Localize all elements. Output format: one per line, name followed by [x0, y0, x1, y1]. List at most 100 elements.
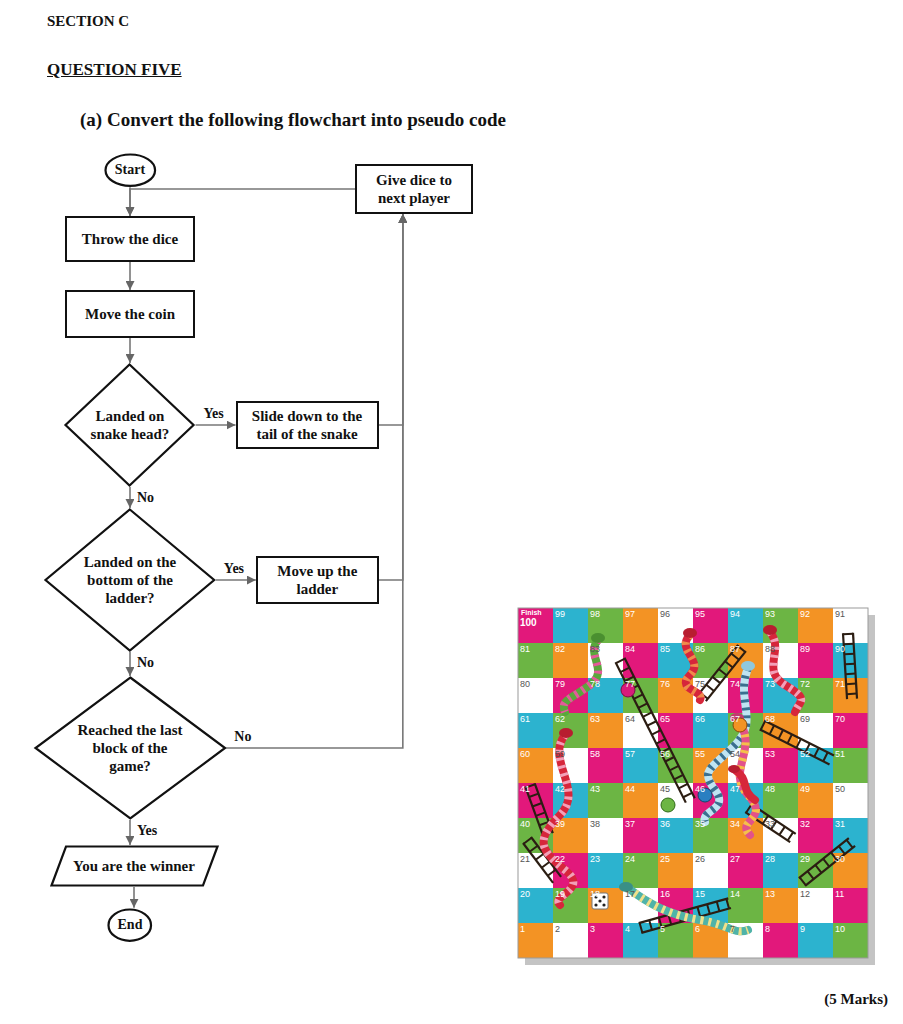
dice-dot	[594, 903, 597, 906]
cell-number: 19	[555, 889, 565, 900]
cell-number: 52	[800, 749, 810, 760]
cell-number: 60	[520, 749, 530, 760]
cell-number: 29	[800, 854, 810, 865]
cell-number: 54	[730, 749, 740, 760]
cell-number: 51	[835, 749, 845, 760]
flow-arrow	[129, 487, 131, 508]
cell-number: 32	[800, 819, 810, 830]
cell-number: 81	[520, 644, 530, 655]
ladder-rungs	[848, 633, 852, 699]
cell-number: 99	[555, 609, 565, 620]
cell-number: 82	[555, 644, 565, 655]
cell-number: 76	[660, 679, 670, 690]
cell-number: 75	[695, 679, 705, 690]
section-heading: SECTION C	[47, 12, 129, 30]
cell-number: 46	[695, 784, 705, 795]
cell-number: 66	[695, 714, 705, 725]
node-text: Throw the dice	[82, 230, 178, 248]
edge-label: No	[135, 655, 156, 671]
cell-number: 44	[625, 784, 635, 795]
snake-stripes	[544, 735, 574, 905]
decision-diamond: Landed on the bottom of the ladder?	[44, 508, 216, 652]
cell-number: 65	[660, 714, 670, 725]
cell-number: 13	[765, 889, 775, 900]
cell-number: 67	[730, 714, 740, 725]
cell-number: 34	[730, 819, 740, 830]
ladder	[799, 838, 855, 886]
cell-number: 98	[590, 609, 600, 620]
cell-number: 64	[625, 714, 635, 725]
cell-number: 89	[800, 644, 810, 655]
cell-number: 7	[730, 924, 735, 935]
start-terminal: Start	[104, 153, 157, 187]
cell-number: 43	[590, 784, 600, 795]
cell-number: 79	[555, 679, 565, 690]
cell-number: 84	[625, 644, 635, 655]
cell-number: 96	[660, 609, 670, 620]
end-terminal: End	[107, 908, 153, 942]
snake	[730, 713, 756, 835]
cell-number: 92	[800, 609, 810, 620]
snake	[544, 728, 574, 905]
cell-number: 47	[730, 784, 740, 795]
dice-dot	[598, 899, 601, 902]
flow-arrow	[129, 262, 131, 290]
snake-head	[741, 661, 755, 671]
cell-number: 9	[800, 924, 805, 935]
ladder-rungs	[620, 660, 690, 800]
cell-number: 93	[765, 609, 775, 620]
flow-arrow	[133, 887, 135, 908]
edge-label: Yes	[135, 823, 159, 839]
cell-number: 18	[590, 889, 600, 900]
flow-arrow	[129, 338, 131, 363]
cell-number: 3	[590, 924, 595, 935]
decision-diamond: Landed on snake head?	[64, 363, 195, 487]
cell-number: 4	[625, 924, 630, 935]
cell-number: 37	[625, 819, 635, 830]
cell-number: 80	[520, 679, 530, 690]
dice-dot	[602, 903, 605, 906]
cell-number: 31	[835, 819, 845, 830]
node-text: Start	[115, 161, 145, 179]
shape-outline	[66, 365, 194, 486]
cell-number: 15	[695, 889, 705, 900]
edge-label: No	[232, 729, 253, 745]
cell-number: 69	[800, 714, 810, 725]
snake	[763, 625, 801, 712]
cell-number: 14	[730, 889, 740, 900]
flow-arrow	[129, 820, 131, 845]
cell-number: 35	[695, 819, 705, 830]
node-text: Give dice to next player	[364, 171, 464, 207]
game-piece	[661, 798, 675, 812]
cell-number: 50	[835, 784, 845, 795]
ladder	[698, 645, 746, 701]
flow-arrow	[226, 214, 403, 748]
question-heading: QUESTION FIVE	[47, 60, 182, 80]
edge-label: No	[135, 490, 156, 506]
cell-number: 100	[520, 617, 537, 629]
cell-number: 30	[835, 854, 845, 865]
snake	[564, 633, 605, 712]
ladder-rungs	[762, 725, 832, 760]
cell-number: 45	[660, 784, 670, 795]
edge-label: Yes	[202, 406, 226, 422]
snake	[619, 882, 748, 931]
cell-number: 88	[765, 644, 775, 655]
cell-number: 40	[520, 819, 530, 830]
process-box: Slide down to the tail of the snake	[236, 401, 379, 449]
cell-number: 61	[520, 714, 530, 725]
cell-number: 2	[555, 924, 560, 935]
cell-number: 5	[660, 924, 665, 935]
ladder-rail	[616, 662, 686, 802]
shape-outline	[109, 909, 152, 940]
cell-number: 16	[660, 889, 670, 900]
cell-number: 42	[555, 784, 565, 795]
process-box: Give dice to next player	[355, 164, 473, 214]
cell-number: 59	[555, 749, 565, 760]
ladder-rail	[525, 787, 543, 837]
cell-number: 33	[765, 819, 775, 830]
flow-arrow	[379, 214, 403, 580]
cell-number: 10	[835, 924, 845, 935]
cell-number: 55	[695, 749, 705, 760]
